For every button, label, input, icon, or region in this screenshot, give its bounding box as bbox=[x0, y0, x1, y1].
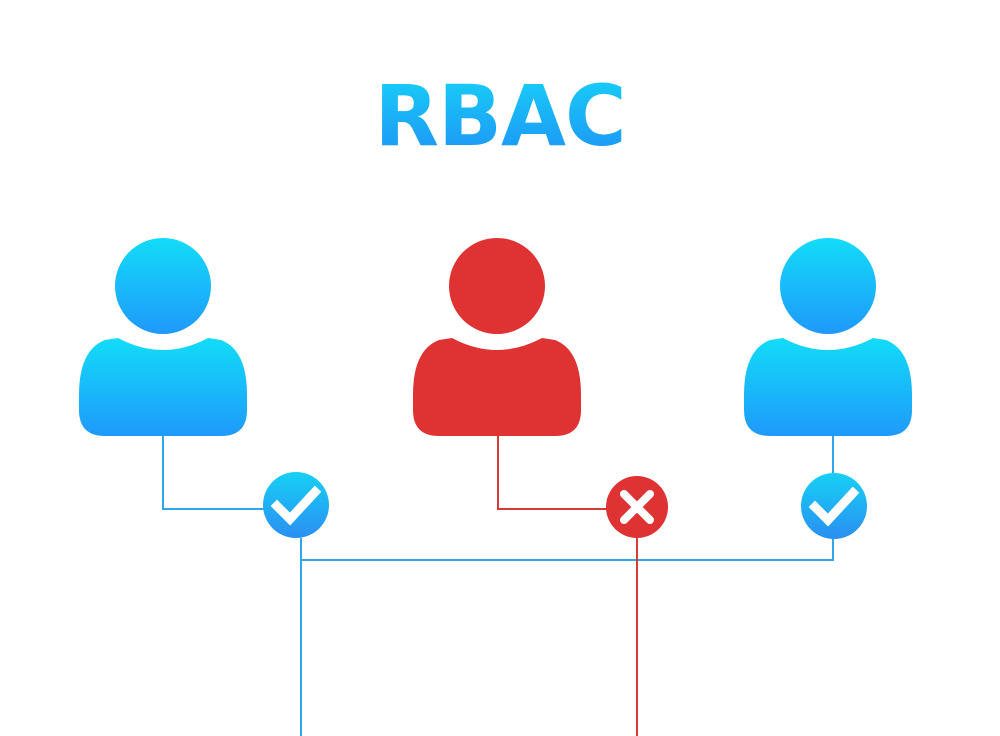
user-right-icon bbox=[744, 238, 912, 436]
check-circle-icon-left bbox=[263, 472, 329, 538]
access-bus-line bbox=[301, 538, 834, 561]
check-circle-icon-right bbox=[801, 473, 867, 539]
connector-line-center bbox=[497, 436, 609, 510]
user-center-icon bbox=[413, 238, 581, 436]
connector-line-left bbox=[162, 436, 265, 510]
user-left-icon bbox=[79, 238, 247, 436]
page-title: RBAC bbox=[374, 67, 625, 165]
x-circle-icon bbox=[606, 476, 668, 538]
connector-lines bbox=[162, 436, 834, 736]
